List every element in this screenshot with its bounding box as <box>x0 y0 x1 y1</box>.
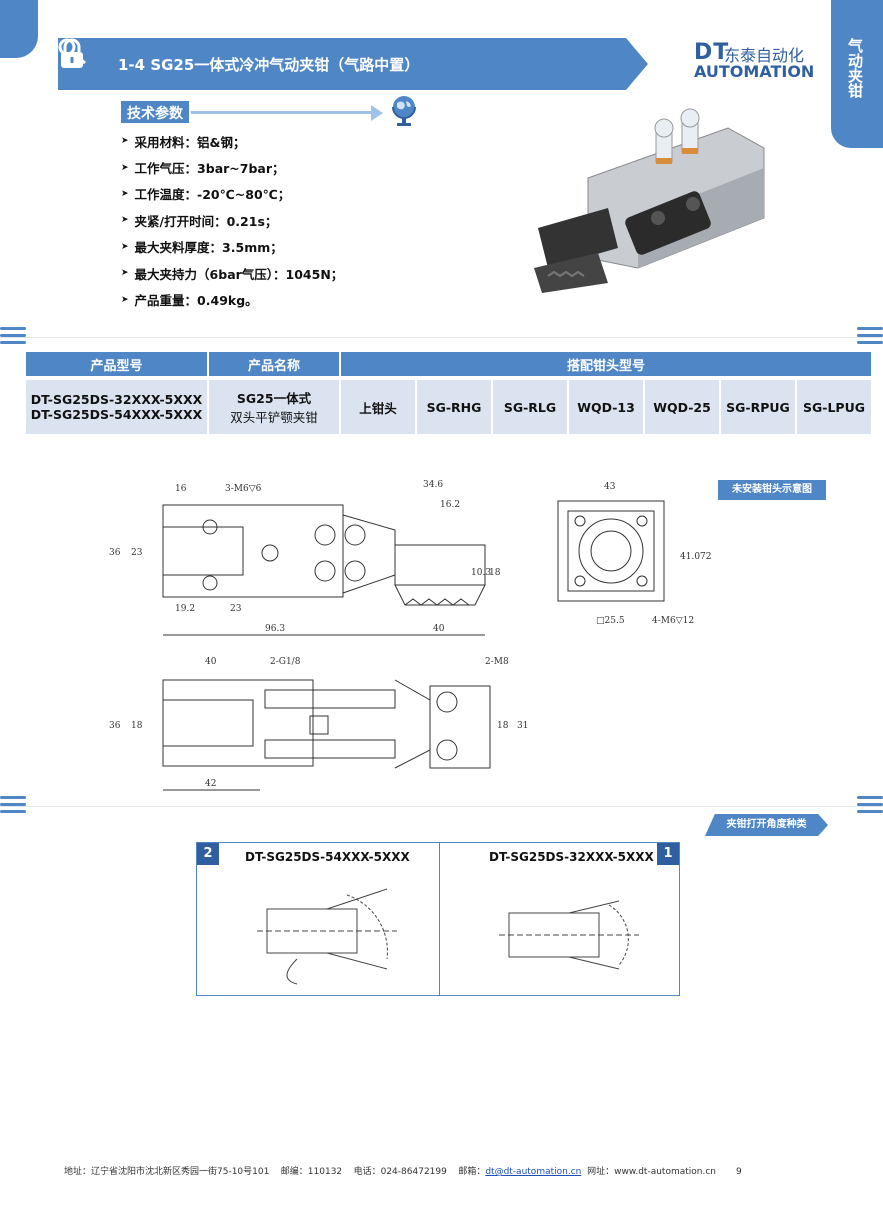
head-cell: 上钳头 <box>341 376 415 434</box>
header-name: 产品名称 <box>209 352 339 376</box>
svg-text:18: 18 <box>497 721 509 731</box>
footer-phone: 电话：024-86472199 <box>353 1167 447 1177</box>
dim-label: 36 <box>109 548 121 558</box>
arrow-bullet-icon: ➤ <box>121 188 129 199</box>
corner-decoration <box>0 0 38 58</box>
svg-text:41.072: 41.072 <box>680 552 712 562</box>
footer-postcode: 邮编：110132 <box>280 1167 343 1177</box>
dim-label: 16.2 <box>440 500 460 510</box>
dim-label: 23 <box>131 548 143 558</box>
svg-text:2-M8: 2-M8 <box>485 657 509 667</box>
dim-label: 19.2 <box>175 604 195 614</box>
dim-label: 40 <box>433 624 445 634</box>
header-heads: 搭配钳头型号 <box>341 352 871 376</box>
page-title: 1-4 SG25一体式冷冲气动夹钳（气路中置） <box>118 56 420 74</box>
spec-item: ➤工作气压：3bar~7bar； <box>121 161 285 177</box>
arrow-bullet-icon: ➤ <box>121 241 129 252</box>
svg-text:4-M6▽12: 4-M6▽12 <box>652 616 694 626</box>
product-photo <box>534 108 765 293</box>
end-view-drawing: 43 41.072 □25.5 4-M6▽12 <box>557 482 712 626</box>
tech-params-label: 技术参数 <box>121 101 189 123</box>
menu-icon <box>0 796 26 814</box>
head-cell: WQD-25 <box>645 376 719 434</box>
footer: 地址：辽宁省沈阳市沈北新区秀园一街75-10号101 邮编：110132 电话：… <box>64 1164 742 1177</box>
header-model: 产品型号 <box>26 352 207 376</box>
globe-icon <box>392 96 416 126</box>
svg-text:□25.5: □25.5 <box>596 616 625 626</box>
head-cell: SG-RHG <box>417 376 491 434</box>
svg-text:18: 18 <box>131 721 143 731</box>
menu-icon <box>857 796 883 814</box>
tech-params-heading: 技术参数 <box>121 101 391 123</box>
title-bar: 1-4 SG25一体式冷冲气动夹钳（气路中置） <box>58 38 648 90</box>
head-cell: SG-RPUG <box>721 376 795 434</box>
badge-left: 2 <box>197 843 219 865</box>
angle-drawing-left <box>257 888 397 985</box>
note-open-angle: 夹钳打开角度种类 <box>705 814 828 836</box>
dim-label: 34.6 <box>423 480 443 490</box>
tech-params-list: ➤采用材料：铝&钢； ➤工作气压：3bar~7bar； ➤工作温度：-20℃~8… <box>121 128 343 313</box>
footer-email-link[interactable]: dt@dt-automation.cn <box>485 1167 582 1177</box>
head-cell: WQD-13 <box>569 376 643 434</box>
arrow-bullet-icon: ➤ <box>121 294 129 305</box>
name-cell: SG25一体式双头平铲颚夹钳 <box>209 376 339 434</box>
page-number: 9 <box>736 1167 742 1177</box>
arrow-bullet-icon: ➤ <box>121 162 129 173</box>
spec-item: ➤工作温度：-20℃~80℃； <box>121 187 291 203</box>
svg-text:31: 31 <box>517 721 528 731</box>
svg-text:2-G1/8: 2-G1/8 <box>270 657 301 667</box>
spec-item: ➤采用材料：铝&钢； <box>121 134 246 150</box>
spec-item: ➤夹紧/打开时间：0.21s； <box>121 213 278 229</box>
footer-address: 地址：辽宁省沈阳市沈北新区秀园一街75-10号101 <box>64 1167 270 1177</box>
divider <box>0 806 883 807</box>
dim-label: 16 <box>175 484 187 494</box>
svg-text:36: 36 <box>109 721 121 731</box>
dim-label: 18 <box>489 568 501 578</box>
angle-drawing-right <box>499 900 639 970</box>
side-tab-label: 气动夹钳 <box>846 38 864 98</box>
arrow-bullet-icon: ➤ <box>121 136 129 147</box>
dim-label: 3-M6▽6 <box>225 484 262 494</box>
arrow-bullet-icon: ➤ <box>121 215 129 226</box>
spec-item: ➤最大夹料厚度：3.5mm； <box>121 240 283 256</box>
svg-text:42: 42 <box>205 779 216 789</box>
head-cell: SG-RLG <box>493 376 567 434</box>
menu-icon <box>0 327 26 345</box>
company-logo: DT 东泰自动化 AUTOMATION <box>694 40 815 81</box>
category-side-tab: 气动夹钳 <box>831 0 883 148</box>
divider <box>0 337 883 338</box>
angle-comparison-panel: 2 DT-SG25DS-54XXX-5XXX 1 DT-SG25DS-32XXX… <box>196 842 680 996</box>
badge-right: 1 <box>657 843 679 865</box>
footer-website: 网址：www.dt-automation.cn <box>587 1167 716 1177</box>
menu-icon <box>857 327 883 345</box>
head-cell: SG-LPUG <box>797 376 871 434</box>
note-uninstalled-head: 未安装钳头示意图 <box>718 480 826 500</box>
arrow-bullet-icon: ➤ <box>121 268 129 279</box>
spec-item: ➤最大夹持力（6bar气压）：1045N； <box>121 266 344 282</box>
svg-text:43: 43 <box>604 482 616 492</box>
svg-text:40: 40 <box>205 657 217 667</box>
dim-label: 96.3 <box>265 624 285 634</box>
footer-email-label: 邮箱： <box>458 1167 486 1177</box>
dim-label: 10.3 <box>471 568 491 578</box>
top-view-drawing: 16 3-M6▽6 34.6 16.2 36 23 10.3 18 19.2 2… <box>109 480 501 636</box>
model-right: DT-SG25DS-32XXX-5XXX <box>489 850 654 864</box>
spec-item: ➤产品重量：0.49kg。 <box>121 293 258 309</box>
model-left: DT-SG25DS-54XXX-5XXX <box>245 850 410 864</box>
key-icon <box>58 38 86 66</box>
bottom-view-drawing: 40 2-G1/8 2-M8 36 18 18 31 42 <box>109 657 528 791</box>
dim-label: 23 <box>230 604 242 614</box>
